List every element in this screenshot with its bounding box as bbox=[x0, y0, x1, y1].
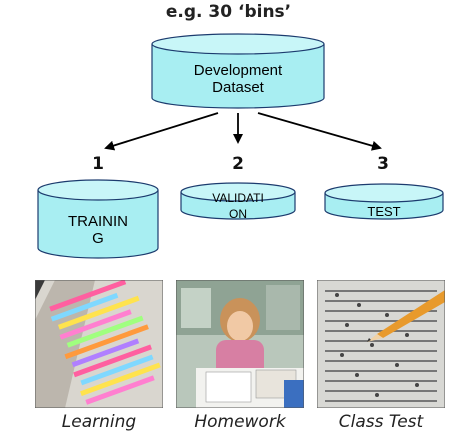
diagram-title: e.g. 30 ‘bins’ bbox=[165, 2, 292, 22]
development-dataset-line1: Development bbox=[193, 62, 283, 79]
training-label-line1: TRAININ bbox=[68, 213, 128, 230]
training-cylinder bbox=[37, 179, 159, 259]
split-number-1: 1 bbox=[92, 154, 104, 174]
validation-label: VALIDATI ON bbox=[181, 191, 295, 222]
class-test-photo bbox=[317, 280, 445, 408]
training-label-line2: G bbox=[92, 230, 104, 248]
development-dataset-label: Development Dataset bbox=[152, 62, 324, 97]
arrow-to-test bbox=[257, 112, 382, 151]
caption-homework: Homework bbox=[194, 412, 286, 432]
development-dataset-line2: Dataset bbox=[212, 79, 264, 97]
development-dataset-cylinder bbox=[151, 33, 325, 109]
learning-photo bbox=[35, 280, 163, 408]
validation-label-line1: VALIDATI bbox=[212, 191, 264, 205]
split-number-3: 3 bbox=[377, 154, 389, 174]
test-cylinder bbox=[324, 183, 444, 220]
caption-learning: Learning bbox=[61, 412, 137, 432]
arrow-to-training bbox=[104, 112, 219, 151]
test-label: TEST bbox=[367, 204, 401, 219]
caption-class-test: Class Test bbox=[338, 412, 424, 432]
homework-photo bbox=[176, 280, 304, 408]
split-number-2: 2 bbox=[232, 154, 244, 174]
validation-cylinder bbox=[180, 182, 296, 220]
validation-label-line2: ON bbox=[229, 206, 247, 221]
diagram-canvas bbox=[37, 33, 444, 259]
training-label: TRAININ G bbox=[38, 213, 158, 248]
